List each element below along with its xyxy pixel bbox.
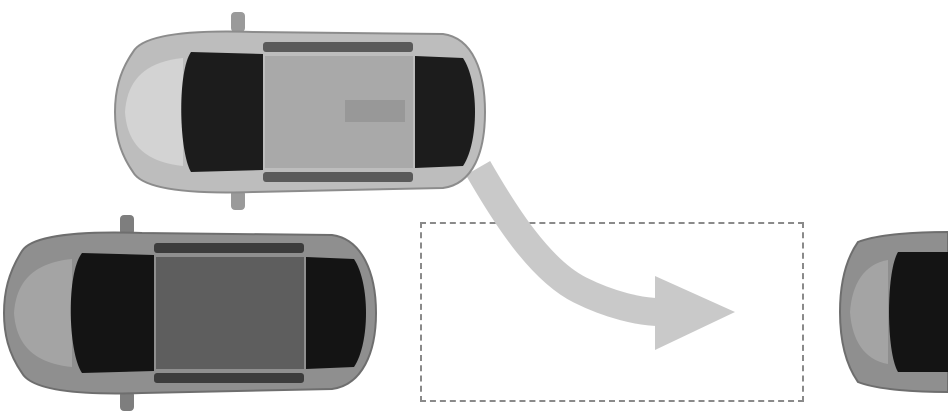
rear-window bbox=[306, 257, 366, 369]
arrow-shaft bbox=[478, 168, 660, 312]
parked-car-front bbox=[2, 215, 380, 411]
roof bbox=[156, 257, 304, 369]
windshield bbox=[181, 52, 263, 172]
maneuvering-car bbox=[113, 12, 491, 212]
windshield bbox=[889, 252, 948, 372]
windshield bbox=[71, 253, 154, 373]
parked-car-rear bbox=[838, 222, 948, 402]
mirror-left bbox=[231, 12, 245, 32]
arrow-head bbox=[655, 276, 735, 350]
rear-window bbox=[415, 56, 475, 168]
